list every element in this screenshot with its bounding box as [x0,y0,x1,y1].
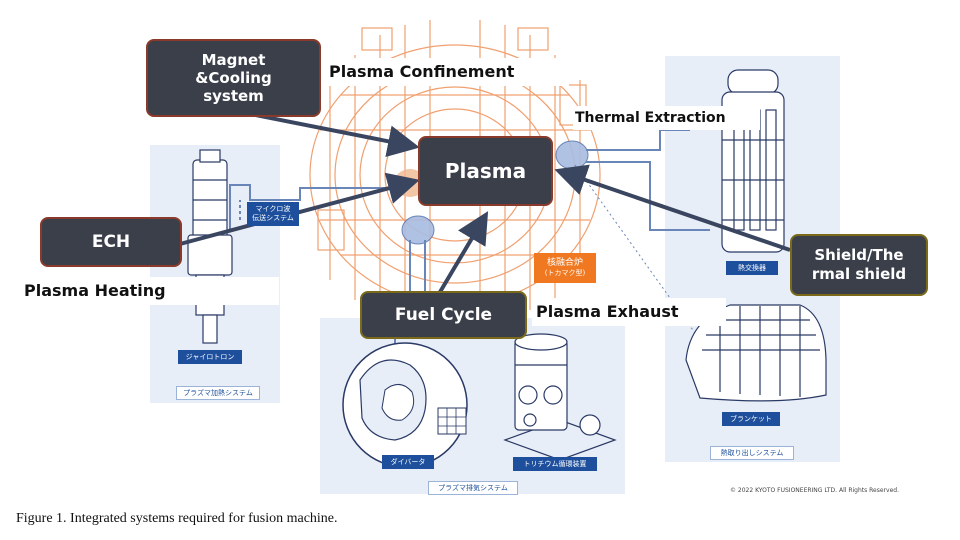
heat-exchanger-illustration [721,69,785,253]
plasma-heating-system-tag: プラズマ加熱システム [176,386,260,400]
fusion-reactor-tag: 核融合炉 (トカマク型) [534,253,596,283]
tritium-plant-tag: トリチウム循環装置 [513,457,597,471]
microwave-transmission-tag: マイクロ波 伝送システム [247,202,299,226]
fuel-cycle-box: Fuel Cycle [360,291,527,339]
tritium-plant-illustration [503,333,617,461]
heat-exchanger-tag: 熱交換器 [726,261,778,275]
blanket-tag: ブランケット [722,412,780,426]
arrow-fuel-cycle-to-plasma [438,211,489,294]
heat-extraction-system-tag: 熱取り出しシステム [710,446,794,460]
copyright-notice: © 2022 KYOTO FUSIONEERING LTD. All Right… [730,487,899,494]
fusion-reactor-tag-line1: 核融合炉 [546,258,583,269]
figure-caption: Figure 1. Integrated systems required fo… [16,511,338,526]
plasma-heating-label: Plasma Heating [20,277,279,305]
gyrotron-tag: ジャイロトロン [178,350,242,364]
plasma-confinement-label: Plasma Confinement [325,58,569,86]
thermal-extraction-label: Thermal Extraction [573,106,760,130]
plasma-exhaust-system-tag: プラズマ排気システム [428,481,518,495]
divertor-illustration [342,342,468,468]
plasma-box: Plasma [418,136,553,206]
shield-thermal-shield-box: Shield/The rmal shield [790,234,928,296]
arrow-shield-to-plasma [554,164,791,252]
magnet-cooling-system-box: Magnet &Cooling system [146,39,321,117]
plasma-exhaust-label: Plasma Exhaust [532,298,726,326]
arrow-magnet-to-plasma [239,110,420,158]
fusion-reactor-tag-line2: (トカマク型) [544,269,586,278]
blanket-dotted-line [574,164,701,341]
divertor-tag: ダイバータ [382,455,434,469]
ech-box: ECH [40,217,182,267]
